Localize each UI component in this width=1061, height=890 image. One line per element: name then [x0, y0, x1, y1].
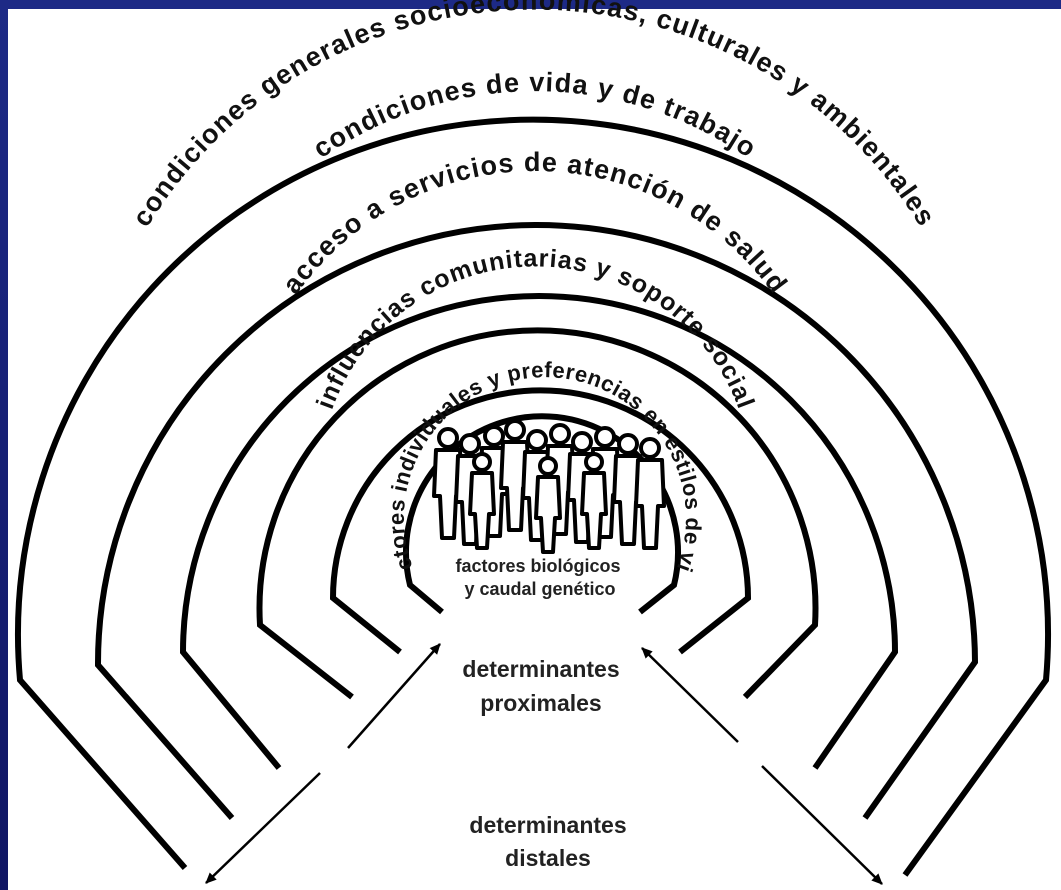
ring-outline-2: [94, 222, 979, 820]
ring-outline-1: [15, 116, 1051, 877]
arrow-outward-right: [761, 765, 883, 885]
ring-outlines: [15, 116, 1051, 877]
distal-label-line2: distales: [505, 845, 591, 871]
ring-label-1: condiciones generales socioeconómicas, c…: [126, 0, 941, 232]
proximal-label-line2: proximales: [480, 690, 601, 716]
center-label-line2: y caudal genético: [464, 579, 615, 599]
arrows: [205, 643, 883, 885]
distal-label-line1: determinantes: [469, 812, 626, 838]
arrow-inward-left: [347, 643, 441, 749]
ring-outline-3: [179, 293, 899, 770]
arrow-inward-right: [641, 647, 739, 743]
arrow-outward-left: [205, 772, 321, 884]
center-label-line1: factores biológicos: [455, 556, 620, 576]
ring-outline-6: [403, 413, 681, 615]
ring-outline-5: [329, 387, 752, 655]
ring-outline-4: [256, 327, 819, 700]
group-of-people-icon: [432, 419, 666, 554]
proximal-label-line1: determinantes: [462, 656, 619, 682]
